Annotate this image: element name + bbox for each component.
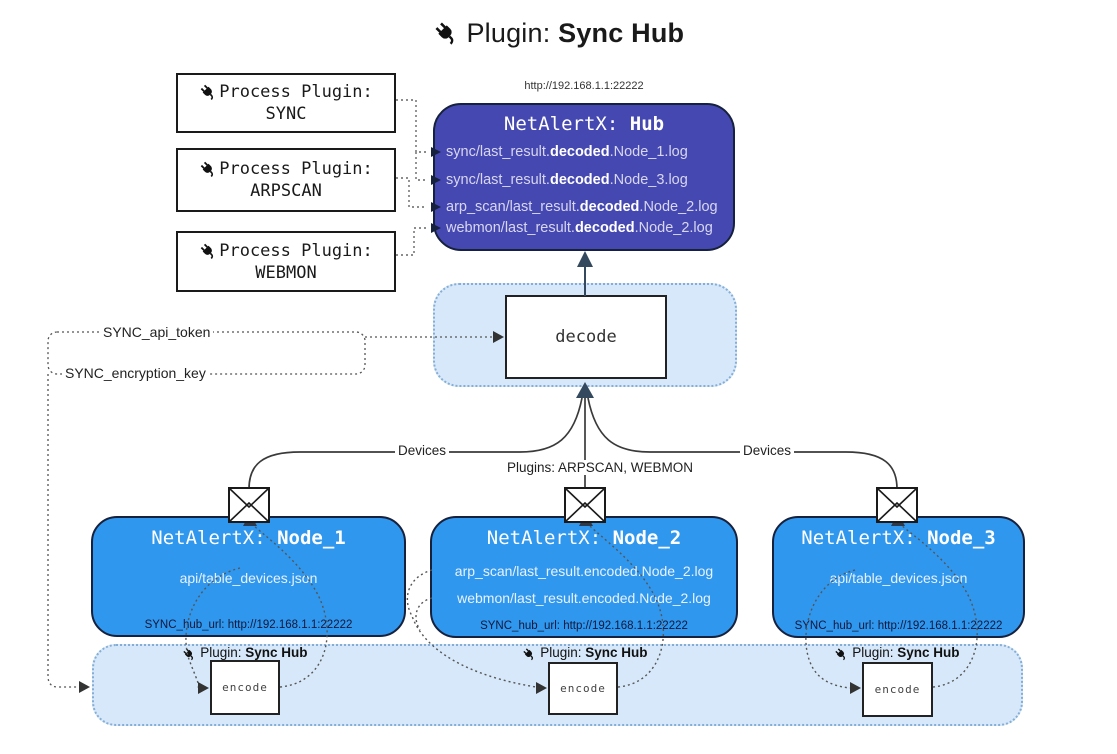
process-plugin-name: SYNC	[265, 104, 307, 124]
sync-api-token-label: SYNC_api_token	[100, 324, 214, 340]
plug-icon	[183, 648, 194, 661]
process-plugin-label: Process Plugin:	[219, 82, 373, 102]
process-plugin-arpscan: Process Plugin: ARPSCAN	[176, 148, 396, 212]
hub-log-line: arp_scan/last_result.decoded.Node_2.log	[446, 199, 718, 215]
hub-log-line: sync/last_result.decoded.Node_1.log	[446, 144, 688, 160]
encoder-2-label: Plugin: Sync Hub	[500, 645, 670, 661]
plug-icon	[200, 161, 214, 178]
process-plugin-name: WEBMON	[255, 262, 317, 283]
process-plugin-name: ARPSCAN	[250, 181, 322, 201]
plug-icon	[200, 84, 214, 101]
node-2-hub-url: SYNC_hub_url: http://192.168.1.1:22222	[480, 620, 688, 632]
node-1-file: api/table_devices.json	[179, 570, 318, 586]
page-title-name: Sync Hub	[558, 18, 685, 48]
devices-label-left: Devices	[395, 443, 450, 458]
process-plugin-webmon: Process Plugin: WEBMON	[176, 231, 396, 292]
node-3-title: NetAlertX: Node_3	[801, 527, 996, 549]
hub-title-prefix: NetAlertX:	[503, 113, 630, 135]
encoder-1-label: Plugin: Sync Hub	[160, 645, 330, 661]
node-1-title: NetAlertX: Node_1	[151, 527, 346, 549]
encoder-3-label: Plugin: Sync Hub	[812, 645, 982, 661]
node-3-hub-url: SYNC_hub_url: http://192.168.1.1:22222	[794, 620, 1003, 632]
node-3-file: api/table_devices.json	[829, 570, 968, 586]
hub-url: http://192.168.1.1:22222	[524, 80, 644, 92]
node-2-file: webmon/last_result.encoded.Node_2.log	[457, 590, 711, 606]
plug-icon	[835, 648, 846, 661]
process-plugin-label: Process Plugin:	[219, 159, 373, 179]
page-title: Plugin: Sync Hub	[0, 18, 1117, 49]
encode-box-2: encode	[548, 662, 618, 715]
hub-box	[433, 103, 735, 251]
plug-icon	[523, 648, 534, 661]
encode-box-1: encode	[210, 660, 280, 715]
hub-title-name: Hub	[629, 113, 665, 135]
plugins-label-center: Plugins: ARPSCAN, WEBMON	[504, 460, 697, 475]
hub-log-line: sync/last_result.decoded.Node_3.log	[446, 172, 688, 188]
hub-log-line: webmon/last_result.decoded.Node_2.log	[446, 220, 713, 236]
node-1-hub-url: SYNC_hub_url: http://192.168.1.1:22222	[144, 619, 353, 631]
plug-icon	[435, 22, 454, 45]
decode-label: decode	[555, 327, 617, 347]
sync-encryption-key-label: SYNC_encryption_key	[62, 365, 209, 381]
page-title-prefix: Plugin:	[466, 18, 559, 48]
process-plugin-sync: Process Plugin: SYNC	[176, 73, 396, 133]
node-2-file: arp_scan/last_result.encoded.Node_2.log	[454, 563, 714, 579]
hub-title: NetAlertX: Hub	[433, 113, 735, 135]
decode-box: decode	[505, 295, 667, 379]
process-plugin-label: Process Plugin:	[219, 240, 373, 261]
node-1-box	[91, 516, 406, 637]
node-2-title: NetAlertX: Node_2	[486, 527, 682, 549]
plug-icon	[200, 243, 214, 259]
devices-label-right: Devices	[740, 443, 795, 458]
encode-box-3: encode	[862, 662, 933, 717]
